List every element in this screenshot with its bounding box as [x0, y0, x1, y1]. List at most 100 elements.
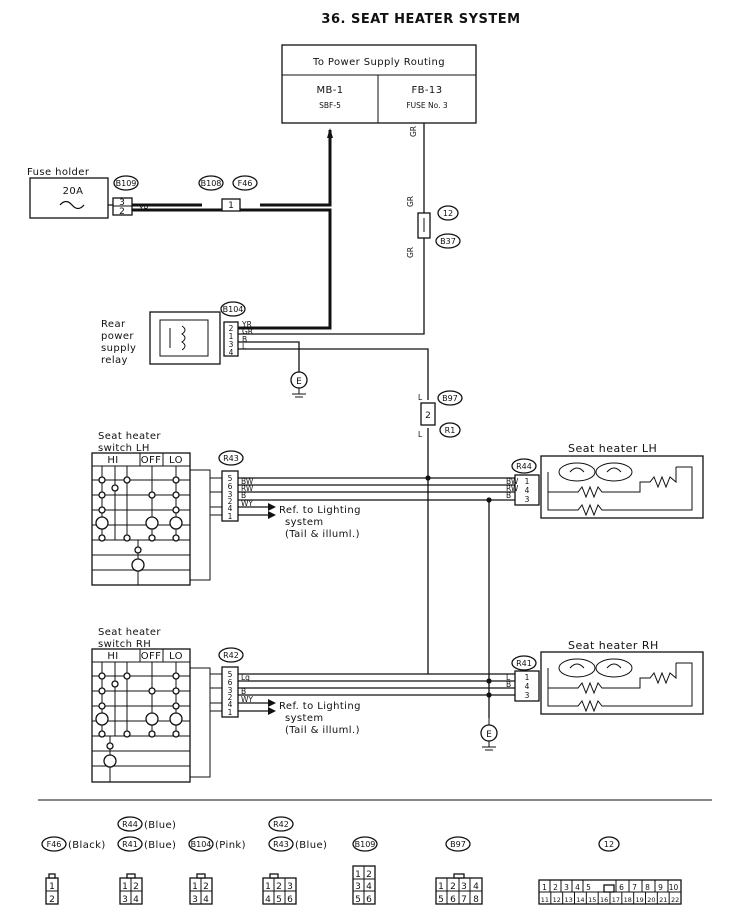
switch-lh-label-2: switch LH — [98, 443, 150, 454]
svg-text:6: 6 — [228, 482, 233, 491]
svg-text:OFF: OFF — [141, 651, 162, 662]
svg-text:HI: HI — [107, 455, 118, 466]
svg-text:1: 1 — [355, 870, 361, 880]
ref-lighting-lh-3: (Tail & illuml.) — [285, 529, 360, 540]
seat-heater-lh: Seat heater LH 1 4 3 BW RW B — [506, 442, 704, 519]
connector-r44-tag: R44 — [516, 462, 532, 471]
svg-text:2: 2 — [366, 870, 372, 880]
svg-text:3: 3 — [287, 882, 293, 892]
power-supply-mb: MB-1 — [316, 85, 343, 96]
power-supply-sbf: SBF-5 — [319, 101, 341, 110]
svg-text:2: 2 — [276, 882, 282, 892]
svg-text:6: 6 — [228, 678, 233, 687]
connector-r41-tag: R41 — [516, 659, 532, 668]
svg-text:B109: B109 — [355, 840, 376, 849]
connector-b108-tag: B108 — [201, 179, 222, 188]
svg-text:B104: B104 — [191, 840, 212, 849]
switch-rh-label-2: switch RH — [98, 639, 151, 650]
connector-12-pin: 22 — [671, 896, 679, 904]
svg-text:6: 6 — [287, 895, 293, 905]
ground-symbol-relay: E — [290, 371, 308, 398]
connector-12-pin: 4 — [575, 883, 580, 892]
svg-text:2: 2 — [425, 411, 431, 421]
svg-text:3: 3 — [192, 895, 198, 905]
ground-symbol-heaters: E — [480, 718, 498, 751]
svg-text:3: 3 — [228, 686, 233, 695]
svg-text:4: 4 — [525, 682, 530, 691]
wire-code-gr-lower: GR — [406, 247, 415, 258]
svg-text:L: L — [506, 673, 511, 682]
connector-legend: F46 (Black) R44 (Blue) R41 (Blue) B104 (… — [41, 816, 620, 852]
wire-code-yr: YR — [138, 204, 149, 213]
connector-b97-inline: 2 L L — [418, 393, 436, 439]
connector-12-pin: 2 — [553, 883, 558, 892]
svg-text:B97: B97 — [450, 840, 466, 849]
connector-b104-tag: B104 — [223, 305, 244, 314]
svg-text:1: 1 — [228, 708, 233, 717]
svg-text:OFF: OFF — [141, 455, 162, 466]
ref-lighting-rh-2: system — [285, 713, 324, 724]
svg-text:4: 4 — [228, 504, 233, 513]
fuse-pin-2: 2 — [119, 207, 125, 217]
connector-face-r43: 1 2 3 4 5 6 — [262, 873, 297, 905]
connector-face-b97: 1 2 3 4 5 6 7 8 — [435, 873, 483, 905]
seat-heater-switch-lh: Seat heater switch LH HI OFF LO — [91, 431, 360, 586]
switch-rh-label-1: Seat heater — [98, 627, 161, 638]
svg-text:2: 2 — [228, 497, 233, 506]
svg-text:1: 1 — [265, 882, 271, 892]
svg-text:1: 1 — [438, 882, 444, 892]
connector-12-pin: 18 — [624, 896, 632, 904]
svg-text:2: 2 — [133, 882, 139, 892]
svg-text:(Black): (Black) — [68, 840, 106, 851]
svg-text:B: B — [241, 687, 246, 696]
svg-text:5: 5 — [228, 670, 233, 679]
connector-12-pin: 7 — [632, 883, 637, 892]
svg-text:LO: LO — [169, 455, 183, 466]
svg-text:(Pink): (Pink) — [215, 840, 246, 851]
connector-12-pin: 1 — [542, 883, 547, 892]
connector-12-pin: 11 — [541, 896, 549, 904]
connector-12-pin: 12 — [553, 896, 561, 904]
svg-text:2: 2 — [229, 324, 234, 333]
connector-12-pin: 21 — [659, 896, 667, 904]
svg-text:RW: RW — [241, 484, 254, 493]
svg-text:4: 4 — [133, 895, 139, 905]
svg-text:4: 4 — [203, 895, 209, 905]
svg-text:B: B — [506, 680, 511, 689]
svg-text:3: 3 — [122, 895, 128, 905]
connector-b109-tag: B109 — [116, 179, 137, 188]
svg-text:R43: R43 — [273, 840, 289, 849]
svg-text:3: 3 — [461, 882, 467, 892]
svg-text:B: B — [241, 491, 246, 500]
svg-text:R44: R44 — [122, 820, 138, 829]
svg-text:4: 4 — [525, 486, 530, 495]
svg-text:F46: F46 — [47, 840, 62, 849]
svg-text:E: E — [486, 730, 492, 740]
svg-text:4: 4 — [366, 882, 372, 892]
connector-b97-tag: B97 — [442, 394, 458, 403]
wire-code-l-upper: L — [418, 393, 423, 402]
svg-text:1: 1 — [192, 882, 198, 892]
connector-12-pin: 6 — [619, 883, 624, 892]
connector-12-pin: 10 — [669, 883, 679, 892]
seat-heater-switch-rh: Seat heater switch RH HI OFF LO — [91, 627, 361, 783]
fuse-pin-3: 3 — [119, 198, 125, 208]
connector-12-pin: 17 — [612, 896, 620, 904]
connector-12-pin: 19 — [635, 896, 643, 904]
connector-face-f46: 1 2 — [45, 873, 59, 905]
svg-text:1: 1 — [228, 512, 233, 521]
fuse-symbol — [59, 200, 85, 210]
svg-text:6: 6 — [450, 895, 456, 905]
svg-text:3: 3 — [525, 691, 530, 700]
svg-text:(Blue): (Blue) — [144, 840, 176, 851]
svg-text:1: 1 — [525, 673, 530, 682]
ref-lighting-rh-1: Ref. to Lighting — [279, 701, 361, 712]
svg-text:5: 5 — [276, 895, 282, 905]
power-supply-fuse: FUSE No. 3 — [406, 101, 448, 110]
svg-text:(Blue): (Blue) — [295, 840, 327, 851]
svg-text:HI: HI — [107, 651, 118, 662]
svg-text:2: 2 — [228, 693, 233, 702]
wire-code-l-lower: L — [418, 430, 423, 439]
